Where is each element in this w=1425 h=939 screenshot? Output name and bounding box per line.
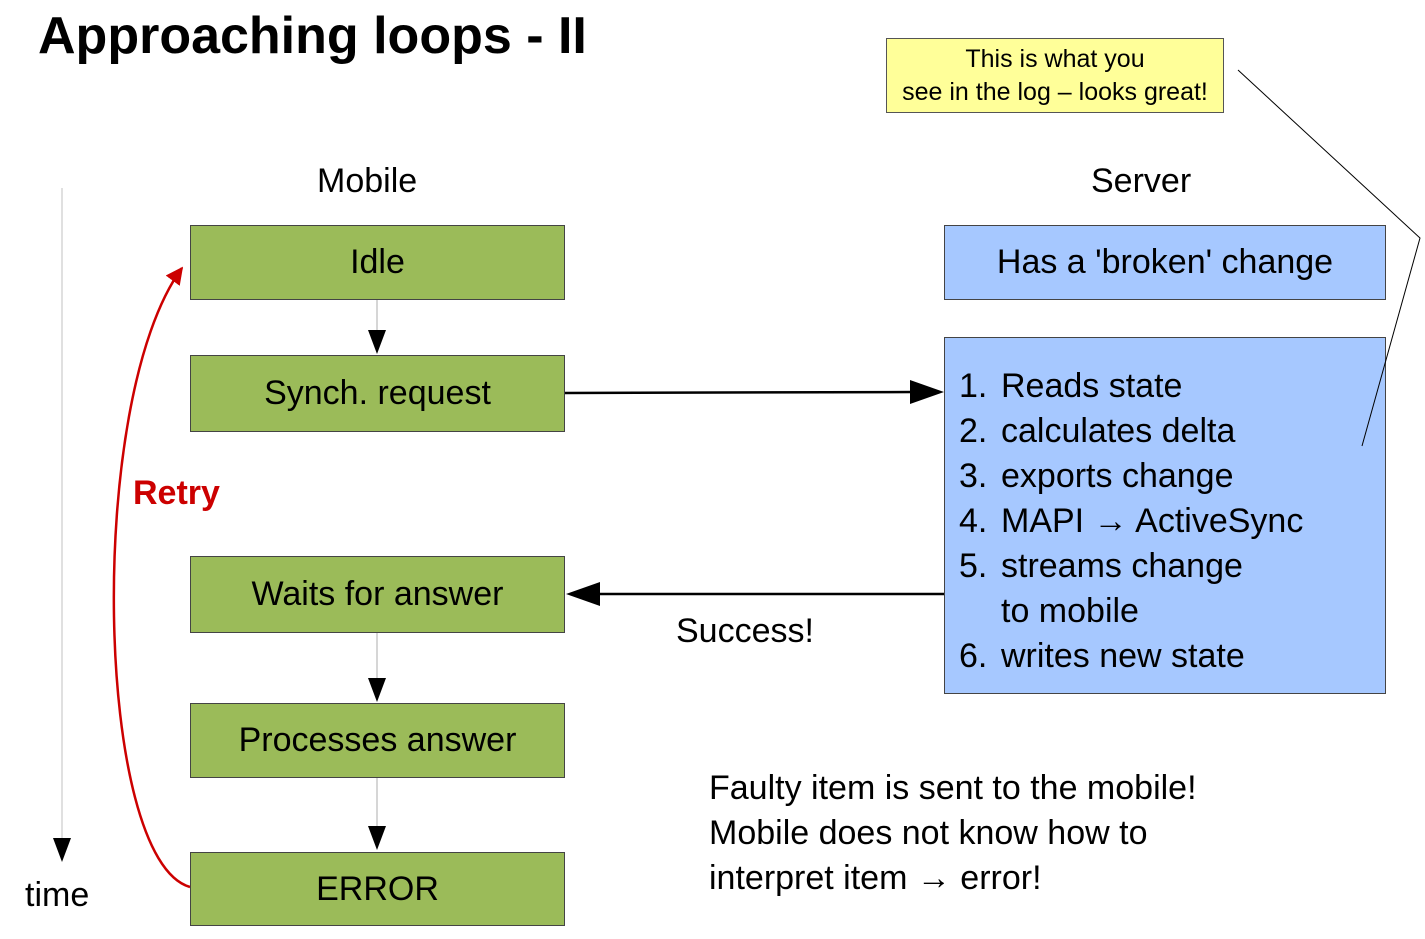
server-step-text: writes new state [1001, 637, 1245, 675]
retry-arrow [112, 266, 191, 889]
server-step-number: 6. [959, 637, 988, 675]
success-label: Success! [676, 612, 814, 650]
server-step-text: calculates delta [1001, 412, 1236, 450]
conclusion-line-2: Mobile does not know how to [709, 814, 1148, 852]
state-processes-answer: Processes answer [190, 703, 565, 778]
server-step-text: MAPI → ActiveSync [1001, 502, 1304, 540]
server-step-number: 2. [959, 412, 988, 450]
state-synch-request: Synch. request [190, 355, 565, 432]
conclusion-line-3: interpret item → error! [709, 859, 1042, 897]
request-arrow [564, 380, 944, 404]
time-axis [53, 188, 71, 862]
server-step-text: to mobile [1001, 592, 1139, 630]
callout-pointer [1237, 69, 1421, 447]
server-step: to mobile [959, 589, 1385, 634]
log-callout-line-2: see in the log – looks great! [902, 78, 1208, 106]
log-callout: This is what you see in the log – looks … [886, 38, 1224, 113]
server-step-text: Reads state [1001, 367, 1183, 405]
state-error: ERROR [190, 852, 565, 926]
server-step: 5. streams change [959, 544, 1385, 589]
server-broken-change: Has a 'broken' change [944, 225, 1386, 300]
mobile-column-header: Mobile [317, 162, 418, 200]
server-step-text: streams change [1001, 547, 1243, 585]
server-process-steps: 1. Reads state 2. calculates delta 3. exports… [944, 337, 1386, 694]
state-idle: Idle [190, 225, 565, 300]
time-axis-label: time [25, 876, 90, 914]
flow-arrow-waits-to-processes [368, 633, 386, 702]
flow-arrow-processes-to-error [368, 778, 386, 850]
server-step-number: 5. [959, 547, 988, 585]
log-callout-line-1: This is what you [965, 45, 1145, 73]
server-step: 1. Reads state [959, 364, 1385, 409]
server-step-text: exports change [1001, 457, 1234, 495]
server-column-header: Server [1091, 162, 1192, 200]
state-waits-for-answer: Waits for answer [190, 556, 565, 633]
retry-label: Retry [133, 474, 220, 512]
conclusion-line-1: Faulty item is sent to the mobile! [709, 769, 1197, 807]
server-step-number: 1. [959, 367, 988, 405]
response-arrow [566, 582, 944, 606]
flow-arrow-idle-to-synch [368, 300, 386, 354]
server-step-number: 3. [959, 457, 988, 495]
server-step: 4. MAPI → ActiveSync [959, 499, 1385, 544]
server-step-number: 4. [959, 502, 988, 540]
server-step: 2. calculates delta [959, 409, 1385, 454]
conclusion-text: Faulty item is sent to the mobile! Mobil… [709, 766, 1197, 901]
page-title: Approaching loops - II [38, 7, 587, 65]
server-step: 3. exports change [959, 454, 1385, 499]
server-steps-list: 1. Reads state 2. calculates delta 3. exports… [959, 364, 1385, 679]
server-step: 6. writes new state [959, 634, 1385, 679]
